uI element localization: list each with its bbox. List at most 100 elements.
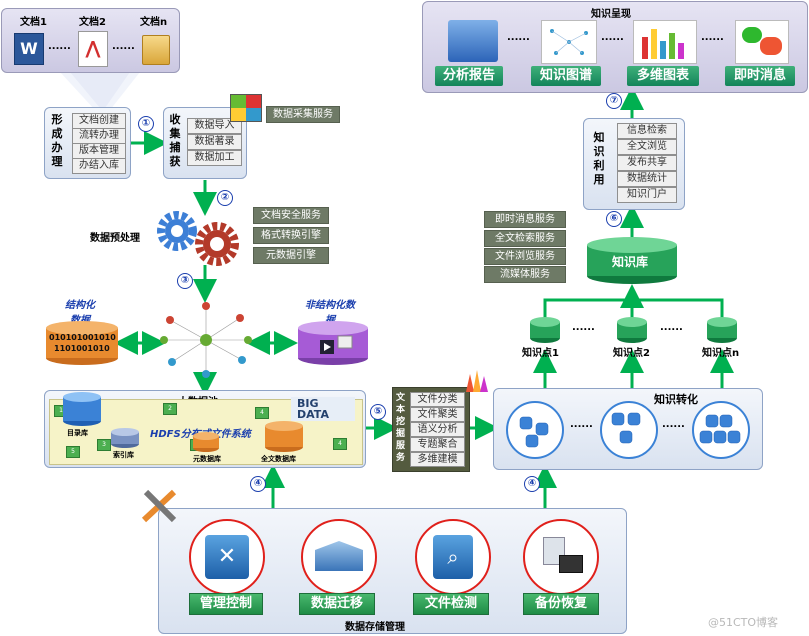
formation-item-version[interactable]: 版本管理	[72, 143, 126, 159]
kb-service-search[interactable]: 全文检索服务	[484, 230, 566, 247]
step-4-right-badge: ④	[524, 476, 540, 492]
fulltext-label: 全文数据库	[261, 455, 296, 463]
meta-label: 元数据库	[193, 455, 221, 463]
pool-block: 5	[66, 446, 80, 458]
graph-icon	[541, 20, 597, 64]
present-btn-report[interactable]: 分析报告	[435, 66, 503, 86]
step-4-left-badge: ④	[250, 476, 266, 492]
formation-item-archive[interactable]: 办结入库	[72, 158, 126, 174]
backup-ring	[523, 519, 599, 595]
kb-service-browse[interactable]: 文件浏览服务	[484, 248, 566, 265]
check-ring: ⌕	[415, 519, 491, 595]
chat-bubble-icon	[742, 27, 762, 43]
step-2-badge: ②	[217, 190, 233, 206]
structured-db-icon	[46, 321, 118, 365]
doc-dots-1: ......	[48, 41, 71, 52]
admin-ring: ✕	[189, 519, 265, 595]
pool-block: 4	[255, 407, 269, 419]
mining-item-topic[interactable]: 专题聚合	[410, 437, 465, 452]
admin-tools-icon: ✕	[205, 535, 249, 579]
mining-item-cluster[interactable]: 文件聚类	[410, 407, 465, 422]
collect-item-process[interactable]: 数据加工	[187, 150, 242, 166]
big-logo-text: BIG	[297, 397, 319, 410]
formation-item-create[interactable]: 文档创建	[72, 113, 126, 129]
collect-title: 收集捕获	[169, 113, 181, 168]
present-btn-im[interactable]: 即时消息	[725, 66, 795, 86]
folder-doc-icon	[142, 35, 170, 65]
gears-icon	[157, 211, 239, 266]
doc-dots-2: ......	[112, 41, 135, 52]
transform-db-cluster-icon	[519, 412, 741, 448]
cube-icon	[230, 94, 262, 122]
structured-binary-1: 010101001010	[49, 333, 116, 342]
catalog-db-icon	[63, 392, 101, 426]
mining-item-model[interactable]: 多维建模	[410, 452, 465, 467]
transform-title: 知识转化	[654, 393, 698, 406]
word-doc-icon: W	[14, 33, 44, 65]
mining-item-classify[interactable]: 文件分类	[410, 392, 465, 407]
storage-panel: ✕ ⌕ 管理控制 数据迁移 文件检测 备份恢复 数据存储管理	[158, 508, 627, 634]
present-dots-3: ......	[701, 32, 724, 43]
present-panel: 知识呈现 ...... ...... ...... 分析报告 知识图谱 多维图表…	[422, 1, 808, 93]
storage-btn-admin[interactable]: 管理控制	[189, 593, 263, 615]
use-item-share[interactable]: 发布共享	[617, 155, 677, 171]
backup-monitor-icon	[559, 555, 583, 573]
preprocess-service-meta[interactable]: 元数据引擎	[253, 247, 329, 264]
step-7-badge: ⑦	[606, 93, 622, 109]
unstructured-db-icon	[298, 321, 368, 365]
preprocess-service-format[interactable]: 格式转换引擎	[253, 227, 329, 244]
file-search-icon: ⌕	[433, 535, 473, 579]
kb-service-im[interactable]: 即时消息服务	[484, 211, 566, 228]
formation-item-flow[interactable]: 流转办理	[72, 128, 126, 144]
storage-btn-backup[interactable]: 备份恢复	[523, 593, 599, 615]
storage-btn-check[interactable]: 文件检测	[413, 593, 489, 615]
point-1-label: 知识点1	[522, 348, 559, 359]
use-item-portal[interactable]: 知识门户	[617, 187, 677, 203]
big-data-logo: BIG DATA	[291, 397, 355, 421]
transform-dots-2: ......	[662, 419, 685, 430]
bottles-icon	[466, 370, 488, 392]
doc2-label: 文档2	[79, 17, 106, 28]
mining-item-semantic[interactable]: 语义分析	[410, 422, 465, 437]
big-data-pool-panel: 大数据池 1 2 4 3 5 6 4 HDFS分布式文件系统 目录库 索引库 元…	[44, 390, 366, 468]
points-dots-2: ......	[660, 322, 683, 333]
warehouse-icon	[315, 541, 363, 571]
pool-block: 4	[333, 438, 347, 450]
present-btn-chart[interactable]: 多维图表	[627, 66, 699, 86]
point-n-label: 知识点n	[702, 348, 740, 359]
pool-block: 3	[97, 439, 111, 451]
fulltext-db-icon	[265, 421, 303, 452]
unstructured-title: 非结构化数据	[305, 300, 355, 326]
pdf-doc-icon: ⋀	[78, 31, 108, 67]
chat-bubble-icon	[760, 37, 782, 55]
point-n-db-icon	[707, 317, 737, 343]
use-item-browse[interactable]: 全文浏览	[617, 139, 677, 155]
meta-db-icon	[193, 432, 219, 452]
data-logo-text: DATA	[297, 408, 329, 421]
use-item-search[interactable]: 信息检索	[617, 123, 677, 139]
instant-message-icon	[735, 20, 789, 64]
preprocess-service-security[interactable]: 文档安全服务	[253, 207, 329, 224]
transform-node-1	[506, 401, 564, 459]
mining-title: 文本挖掘服务	[396, 393, 406, 463]
transform-node-3	[692, 401, 750, 459]
storage-btn-migrate[interactable]: 数据迁移	[299, 593, 375, 615]
doc1-label: 文档1	[20, 17, 47, 28]
collect-service-tag[interactable]: 数据采集服务	[266, 106, 340, 123]
step-1-badge: ①	[138, 116, 154, 132]
step-5-badge: ⑤	[370, 404, 386, 420]
present-btn-graph[interactable]: 知识图谱	[531, 66, 601, 86]
bar3d-chart-icon	[633, 20, 697, 64]
transform-panel: 知识转化 ...... ......	[493, 388, 763, 470]
docn-label: 文档n	[140, 17, 168, 28]
folder-report-icon	[448, 20, 498, 62]
use-panel: 知识利用 信息检索 全文浏览 发布共享 数据统计 知识门户	[583, 118, 685, 210]
collect-item-import[interactable]: 数据导入	[187, 118, 242, 134]
use-item-stats[interactable]: 数据统计	[617, 171, 677, 187]
kb-service-media[interactable]: 流媒体服务	[484, 266, 566, 283]
point-1-db-icon	[530, 317, 560, 343]
structured-binary-2: 1101001010	[54, 344, 110, 353]
transform-dots-1: ......	[570, 419, 593, 430]
collect-item-record[interactable]: 数据著录	[187, 134, 242, 150]
point-2-db-icon	[617, 317, 647, 343]
